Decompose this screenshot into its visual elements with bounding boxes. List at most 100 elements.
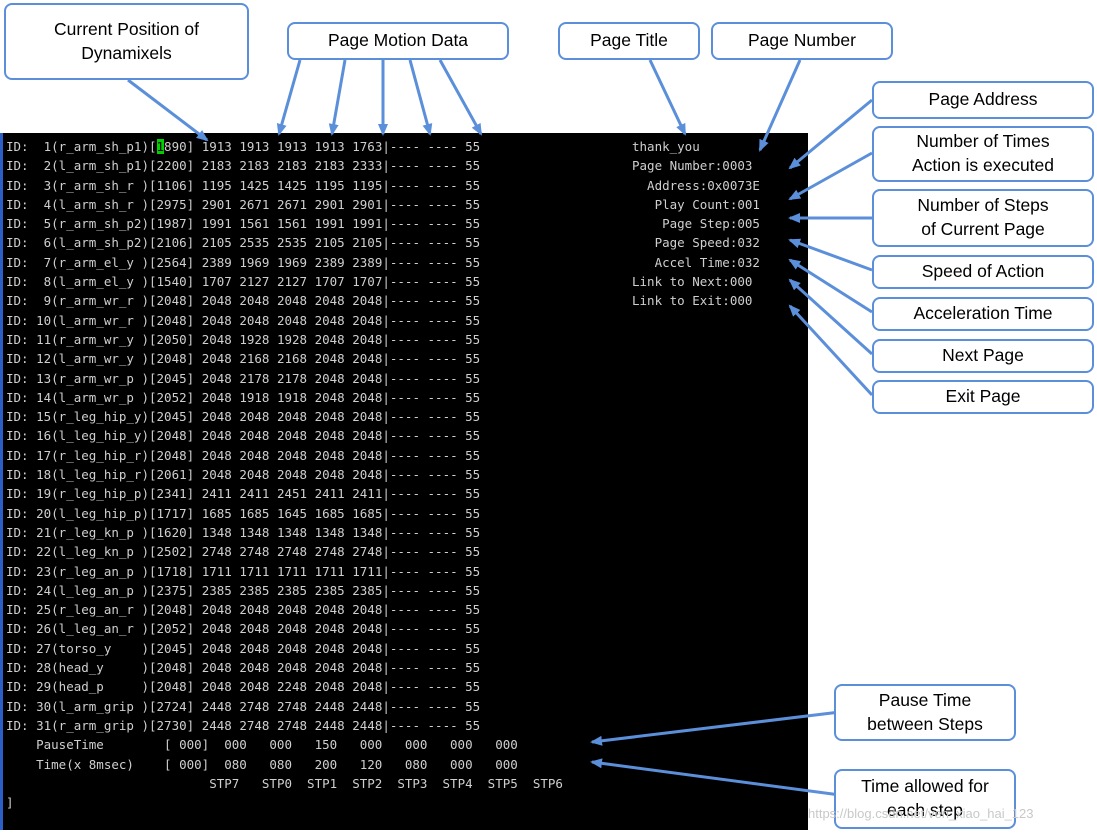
- step-value: 1918: [239, 389, 277, 405]
- step-value: 2748: [352, 544, 383, 560]
- servo-table: ID: 1(r_arm_sh_p1)[1890] 1913 1913 1913 …: [6, 137, 578, 812]
- step-value: 2333: [352, 158, 383, 174]
- pause-row-step: 000: [254, 737, 300, 753]
- current-position: 2048: [156, 351, 187, 367]
- step-value: 2448: [352, 698, 383, 714]
- callout-page-address-text: Page Address: [928, 89, 1038, 110]
- step-value: 1685: [314, 505, 353, 521]
- step-value: 1685: [239, 505, 277, 521]
- servo-label: ID: 31(r_arm_grip )[: [6, 717, 157, 733]
- step-value: 2168: [239, 351, 277, 367]
- current-position: 2045: [156, 370, 187, 386]
- pause-row-step: 000: [480, 737, 526, 753]
- step-value: 2048: [352, 660, 383, 676]
- step-value: 2385: [201, 582, 240, 598]
- step-value: 2748: [276, 544, 315, 560]
- step-value: 2048: [314, 409, 353, 425]
- servo-label: ID: 10(l_arm_wr_r )[: [6, 312, 157, 328]
- bracket: ]: [186, 428, 202, 444]
- row-tail: |---- ---- 55: [382, 524, 481, 540]
- servo-label: ID: 15(r_leg_hip_y)[: [6, 409, 157, 425]
- terminal-left-border: [0, 133, 3, 830]
- row-tail: |---- ---- 55: [382, 640, 481, 656]
- callout-page-title-text: Page Title: [590, 30, 668, 51]
- step-value: 2748: [201, 544, 240, 560]
- step-label-indent: [6, 776, 209, 791]
- step-value: 1969: [239, 254, 277, 270]
- step-value: 2748: [239, 698, 277, 714]
- current-position: 2724: [156, 698, 187, 714]
- step-value: 1685: [352, 505, 383, 521]
- servo-label: ID: 22(l_leg_kn_p )[: [6, 544, 157, 560]
- bracket: ]: [186, 158, 202, 174]
- servo-row: ID: 31(r_arm_grip )[2730] 2448 2748 2748…: [6, 716, 578, 735]
- callout-time-allowed-text: Time allowed for each step: [861, 776, 989, 820]
- pause-row-current: [ 000]: [164, 737, 210, 753]
- bracket: ]: [186, 216, 202, 232]
- current-position: 2048: [156, 447, 187, 463]
- arrow-motion-4: [408, 59, 433, 136]
- current-position: 2048: [156, 660, 187, 676]
- servo-label: ID: 1(r_arm_sh_p1)[: [6, 139, 157, 154]
- time-row: Time(x 8msec) [ 000] 080 080 200 120 080…: [6, 755, 578, 774]
- step-value: 1711: [352, 563, 383, 579]
- time-row-step: 200: [299, 756, 345, 772]
- step-value: 2048: [239, 312, 277, 328]
- servo-row: ID: 28(head_y )[2048] 2048 2048 2048 204…: [6, 658, 578, 677]
- step-value: 1991: [314, 216, 353, 232]
- step-value: 2048: [314, 370, 353, 386]
- step-value: 2901: [352, 196, 383, 212]
- servo-label: ID: 18(l_leg_hip_r)[: [6, 467, 157, 483]
- step-value: 2048: [314, 621, 353, 637]
- servo-row: ID: 4(l_arm_sh_r )[2975] 2901 2671 2671 …: [6, 195, 578, 214]
- step-value: 2901: [201, 196, 240, 212]
- step-value: 1195: [314, 177, 353, 193]
- bracket: ]: [186, 293, 202, 309]
- servo-row: ID: 5(r_arm_sh_p2)[1987] 1991 1561 1561 …: [6, 214, 578, 233]
- page-info-line: Address:0x0073E: [632, 177, 760, 193]
- step-value: 1711: [314, 563, 353, 579]
- step-value: 2048: [201, 293, 240, 309]
- current-position: 1540: [156, 274, 187, 290]
- step-value: 1707: [201, 274, 240, 290]
- servo-row: ID: 6(l_arm_sh_p2)[2106] 2105 2535 2535 …: [6, 233, 578, 252]
- prompt: ]: [6, 795, 14, 811]
- step-value: 2048: [352, 389, 383, 405]
- row-tail: |---- ---- 55: [382, 467, 481, 483]
- servo-row: ID: 8(l_arm_el_y )[1540] 1707 2127 2127 …: [6, 272, 578, 291]
- bracket: ]: [186, 254, 202, 270]
- step-value: 2048: [201, 621, 240, 637]
- servo-row: ID: 23(r_leg_an_p )[1718] 1711 1711 1711…: [6, 562, 578, 581]
- pause-row-step: 000: [434, 737, 481, 753]
- callout-page-title: Page Title: [558, 22, 700, 60]
- step-value: 2448: [314, 717, 353, 733]
- step-value: 2671: [239, 196, 277, 212]
- current-position: 2048: [156, 312, 187, 328]
- current-position: 2375: [156, 582, 187, 598]
- step-label: STP2: [352, 775, 398, 791]
- step-value: 2048: [276, 312, 315, 328]
- step-value: 1645: [276, 505, 315, 521]
- row-tail: |---- ---- 55: [382, 698, 481, 714]
- terminal-window: ID: 1(r_arm_sh_p1)[1890] 1913 1913 1913 …: [0, 133, 808, 830]
- current-position: 2048: [156, 293, 187, 309]
- row-tail: |---- ---- 55: [382, 389, 481, 405]
- step-value: 2048: [201, 370, 240, 386]
- current-position: 2045: [156, 409, 187, 425]
- callout-page-motion-data-text: Page Motion Data: [327, 30, 469, 51]
- step-value: 1969: [276, 254, 315, 270]
- servo-row: ID: 18(l_leg_hip_r)[2061] 2048 2048 2048…: [6, 465, 578, 484]
- step-value: 2048: [314, 331, 353, 347]
- servo-label: ID: 19(r_leg_hip_p)[: [6, 486, 157, 502]
- servo-label: ID: 16(l_leg_hip_y)[: [6, 428, 157, 444]
- step-value: 1711: [276, 563, 315, 579]
- step-value: 1913: [201, 139, 240, 154]
- step-value: 2105: [352, 235, 383, 251]
- row-tail: |---- ---- 55: [382, 158, 481, 174]
- page-info-line: thank_you: [632, 139, 700, 154]
- step-value: 1991: [352, 216, 383, 232]
- bracket: ]: [186, 196, 202, 212]
- callout-next-page: Next Page: [872, 339, 1094, 373]
- step-value: 2748: [314, 544, 353, 560]
- step-value: 2448: [201, 717, 240, 733]
